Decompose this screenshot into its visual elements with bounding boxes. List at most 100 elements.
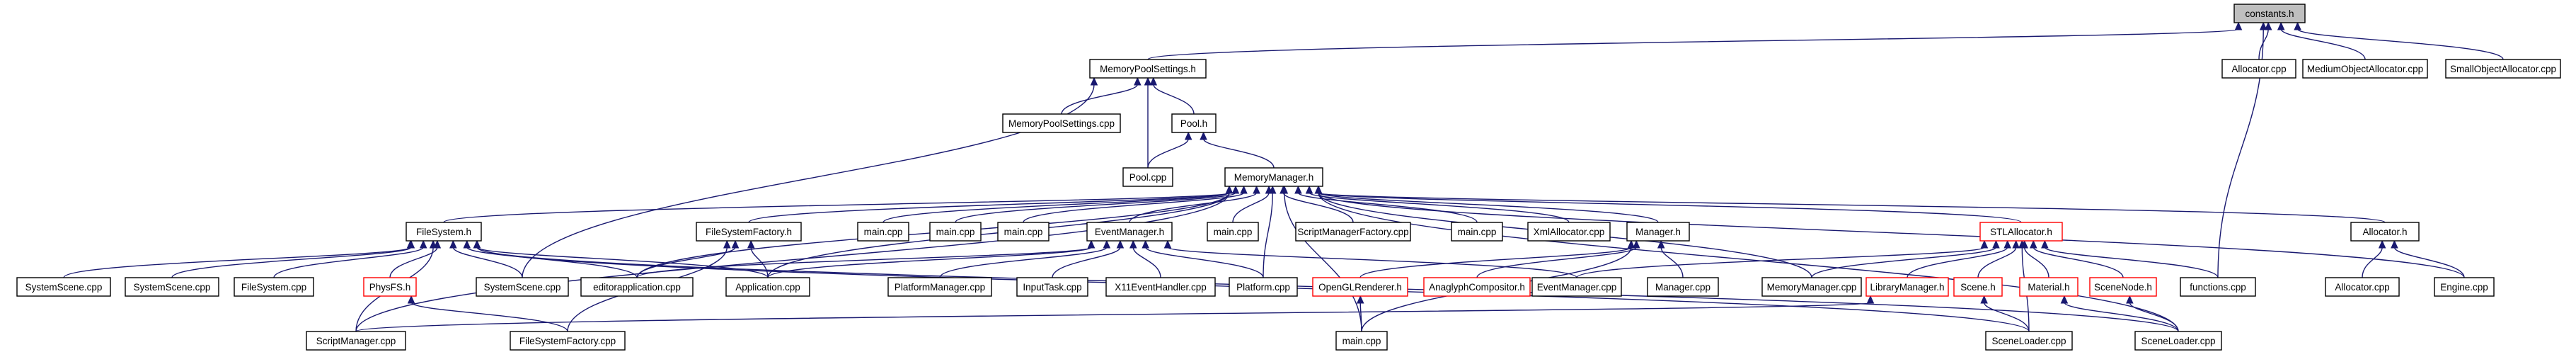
node-libman_h[interactable]: LibraryManager.h [1865,277,1949,297]
node-box[interactable] [2089,277,2157,297]
node-main_cpp_4[interactable]: main.cpp [1207,222,1259,242]
node-box[interactable] [1224,167,1323,187]
node-main_cpp_5[interactable]: main.cpp [1451,222,1503,242]
node-functions_cpp[interactable]: functions.cpp [2180,277,2256,297]
node-box[interactable] [1312,277,1408,297]
node-sceneloader_cpp_1[interactable]: SceneLoader.cpp [1985,331,2073,351]
node-box[interactable] [1979,222,2063,242]
node-box[interactable] [510,331,626,351]
node-systemscene_cpp_2[interactable]: SystemScene.cpp [125,277,219,297]
node-box[interactable] [1953,277,2003,297]
node-box[interactable] [997,222,1050,242]
node-box[interactable] [2221,59,2296,79]
node-scene_h[interactable]: Scene.h [1953,277,2003,297]
node-pool_cpp[interactable]: Pool.cpp [1122,167,1173,187]
node-editorapp_cpp[interactable]: editorapplication.cpp [580,277,694,297]
node-manager_h[interactable]: Manager.h [1626,222,1690,242]
node-box[interactable] [580,277,694,297]
node-box[interactable] [1647,277,1719,297]
node-box[interactable] [16,277,111,297]
node-box[interactable] [1295,222,1411,242]
node-main_cpp_3[interactable]: main.cpp [997,222,1050,242]
node-main_cpp_6[interactable]: main.cpp [1335,331,1388,351]
node-box[interactable] [406,222,482,242]
node-engine_cpp[interactable]: Engine.cpp [2434,277,2495,297]
node-box[interactable] [1335,331,1388,351]
node-scriptman_cpp[interactable]: ScriptManager.cpp [306,331,406,351]
node-box[interactable] [857,222,909,242]
node-mediumoa_cpp[interactable]: MediumObjectAllocator.cpp [2302,59,2428,79]
node-eventman_h[interactable]: EventManager.h [1086,222,1173,242]
node-filesystem_cpp[interactable]: FileSystem.cpp [234,277,314,297]
node-anaglyph_h[interactable]: AnaglyphCompositor.h [1423,277,1531,297]
node-mps_cpp[interactable]: MemoryPoolSettings.cpp [1002,113,1121,133]
node-box[interactable] [2302,59,2428,79]
node-box[interactable] [2434,277,2495,297]
node-sceneloader_cpp_2[interactable]: SceneLoader.cpp [2134,331,2222,351]
node-box[interactable] [1016,277,1088,297]
node-fsfactory_cpp[interactable]: FileSystemFactory.cpp [510,331,626,351]
node-box[interactable] [929,222,982,242]
node-box[interactable] [696,222,802,242]
node-box[interactable] [1229,277,1298,297]
node-box[interactable] [2350,222,2420,242]
node-box[interactable] [1761,277,1862,297]
node-box[interactable] [1086,222,1173,242]
node-x11eh_cpp[interactable]: X11EventHandler.cpp [1105,277,1216,297]
node-box[interactable] [2445,59,2561,79]
node-main_cpp_2[interactable]: main.cpp [929,222,982,242]
node-manager_cpp[interactable]: Manager.cpp [1647,277,1719,297]
node-box[interactable] [725,277,810,297]
node-inputtask_cpp[interactable]: InputTask.cpp [1016,277,1088,297]
node-box[interactable] [2180,277,2256,297]
node-box[interactable] [2233,4,2306,23]
node-eventman_cpp[interactable]: EventManager.cpp [1531,277,1622,297]
node-box[interactable] [125,277,219,297]
node-box[interactable] [306,331,406,351]
node-box[interactable] [1423,277,1531,297]
node-smalloa_cpp[interactable]: SmallObjectAllocator.cpp [2445,59,2561,79]
node-smfactory_cpp[interactable]: ScriptManagerFactory.cpp [1295,222,1411,242]
node-box[interactable] [1105,277,1216,297]
node-material_h[interactable]: Material.h [2019,277,2078,297]
node-allocator_h[interactable]: Allocator.h [2350,222,2420,242]
node-box[interactable] [1527,222,1611,242]
node-box[interactable] [1531,277,1622,297]
node-box[interactable] [2134,331,2222,351]
node-box[interactable] [1089,59,1207,79]
node-box[interactable] [1985,331,2073,351]
node-systemscene_cpp_3[interactable]: SystemScene.cpp [476,277,569,297]
node-box[interactable] [363,277,417,297]
node-memman_cpp[interactable]: MemoryManager.cpp [1761,277,1862,297]
node-box[interactable] [1451,222,1503,242]
node-box[interactable] [1171,113,1217,133]
node-mps_h[interactable]: MemoryPoolSettings.h [1089,59,1207,79]
node-box[interactable] [476,277,569,297]
node-application_cpp[interactable]: Application.cpp [725,277,810,297]
node-box[interactable] [887,277,992,297]
node-box[interactable] [1865,277,1949,297]
node-filesystem_h[interactable]: FileSystem.h [406,222,482,242]
node-platman_cpp[interactable]: PlatformManager.cpp [887,277,992,297]
node-memman_h[interactable]: MemoryManager.h [1224,167,1323,187]
node-xmlalloc_cpp[interactable]: XmlAllocator.cpp [1527,222,1611,242]
node-systemscene_cpp_1[interactable]: SystemScene.cpp [16,277,111,297]
node-box[interactable] [1626,222,1690,242]
node-main_cpp_1[interactable]: main.cpp [857,222,909,242]
node-box[interactable] [2019,277,2078,297]
node-scenenode_h[interactable]: SceneNode.h [2089,277,2157,297]
node-physfs_h[interactable]: PhysFS.h [363,277,417,297]
node-allocator_cpp_2[interactable]: Allocator.cpp [2325,277,2400,297]
node-box[interactable] [2325,277,2400,297]
node-box[interactable] [1207,222,1259,242]
node-constants_h[interactable]: constants.h [2233,4,2306,23]
node-pool_h[interactable]: Pool.h [1171,113,1217,133]
node-box[interactable] [1122,167,1173,187]
node-platform_cpp[interactable]: Platform.cpp [1229,277,1298,297]
node-box[interactable] [234,277,314,297]
node-oglrend_h[interactable]: OpenGLRenderer.h [1312,277,1408,297]
node-box[interactable] [1002,113,1121,133]
node-stlalloc_h[interactable]: STLAllocator.h [1979,222,2063,242]
node-allocator_cpp_top[interactable]: Allocator.cpp [2221,59,2296,79]
node-fsfactory_h[interactable]: FileSystemFactory.h [696,222,802,242]
